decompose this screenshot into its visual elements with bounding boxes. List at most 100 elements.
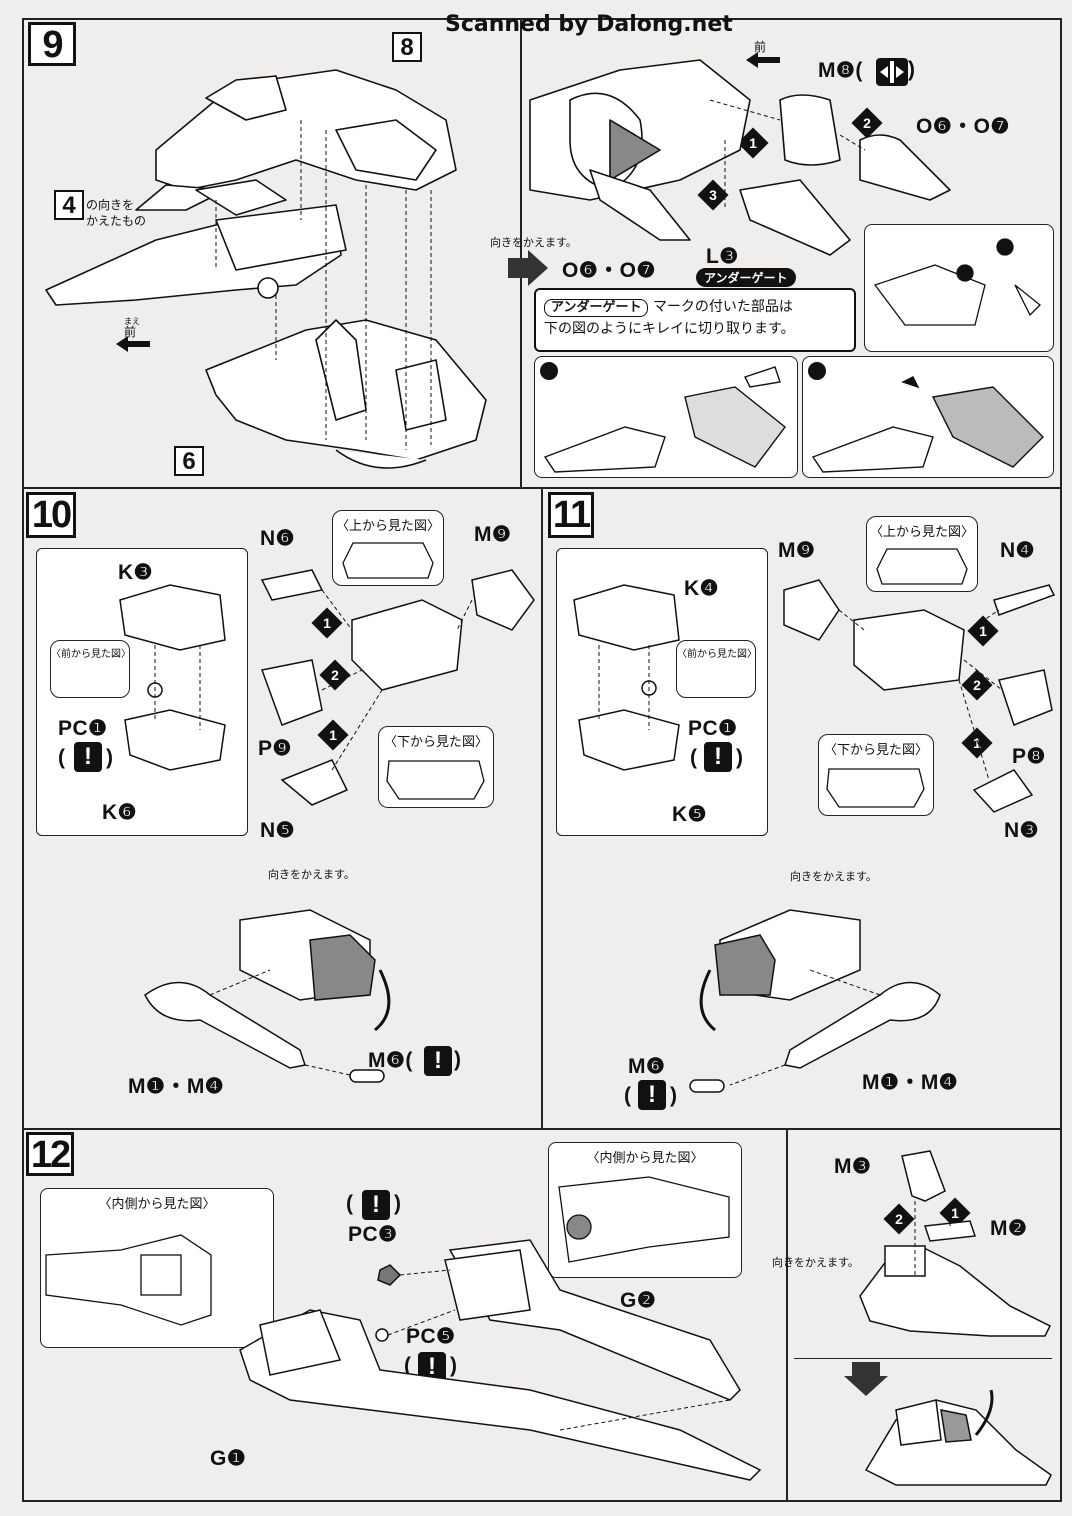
divider-step10-11 xyxy=(541,487,543,1128)
label-g2: G❷ xyxy=(620,1289,657,1312)
warning-icon-11b: ! xyxy=(638,1080,666,1110)
view-top-11: 〈上から見た図〉 xyxy=(866,516,978,592)
label-g1: G❶ xyxy=(210,1447,247,1470)
view-inside-right: 〈内側から見た図〉 xyxy=(548,1142,742,1278)
step9-assembly-illustration xyxy=(45,69,487,469)
paren-close-10: ) xyxy=(106,746,114,769)
paren-close-10b: ) xyxy=(454,1048,462,1071)
inside-left-illustration xyxy=(45,1234,212,1326)
label-m1-m4-11: M❶・M❹ xyxy=(862,1071,959,1094)
paren-open-12b: ( xyxy=(404,1354,412,1377)
completed-hatch-illustration xyxy=(864,1389,1052,1486)
label-m1-m4-10: M❶・M❹ xyxy=(128,1075,225,1098)
page-frame xyxy=(22,18,1062,1502)
view-bottom-11: 〈下から見た図〉 xyxy=(818,734,934,816)
step11-arm-illustration xyxy=(689,909,941,1093)
label-k5: K❺ xyxy=(672,803,707,826)
paren-close-11b: ) xyxy=(670,1084,678,1107)
front-label-top: 前 xyxy=(754,40,767,54)
nipper-cut-illustration xyxy=(873,238,1041,326)
label-m6-10: M❻( xyxy=(368,1049,413,1072)
view-front-11: 〈前から見た図〉 xyxy=(676,640,757,698)
label-o6-o7-right: O❻・O❼ xyxy=(916,115,1010,138)
undergate-notice: アンダーゲート マークの付いた部品は 下の図のようにキレイに切り取ります。 xyxy=(534,288,856,352)
step12-hatch-illustration xyxy=(859,1150,1052,1337)
label-pcj-10: PC❶ xyxy=(58,717,108,740)
paren-open-11: ( xyxy=(690,746,698,769)
undergate-tag: アンダーゲート xyxy=(696,268,796,287)
label-k6: K❻ xyxy=(102,801,137,824)
step12-frame-illustration xyxy=(239,1239,762,1481)
notice-line-1: マークの付いた部品は xyxy=(652,299,793,315)
turn-note-step12: 向きをかえます。 xyxy=(772,1256,859,1269)
label-pcc: PC❸ xyxy=(348,1223,398,1246)
part-box-8: 8 xyxy=(392,32,422,62)
part-box-6: 6 xyxy=(174,446,204,476)
watermark: Scanned by Dalong.net xyxy=(445,12,733,37)
label-m8-close: ) xyxy=(908,58,916,81)
completed-hatch-inset xyxy=(794,1358,1052,1498)
label-m9-10: M❾ xyxy=(474,523,512,546)
front-arrow-icon xyxy=(116,336,150,352)
paren-close-12b: ) xyxy=(450,1354,458,1377)
cut-step-2-illustration xyxy=(808,362,1044,473)
label-m6-11: M❻ xyxy=(628,1055,666,1078)
view-inside-left: 〈内側から見た図〉 xyxy=(40,1188,274,1348)
label-k4: K❹ xyxy=(684,577,719,600)
step9-nozzle-illustration xyxy=(529,59,951,256)
cut-step-1-illustration xyxy=(540,362,786,473)
label-m8: M❽( xyxy=(818,59,863,82)
step-number-10: 10 xyxy=(26,492,76,538)
label-n6: N❻ xyxy=(260,527,295,550)
paren-open-10: ( xyxy=(58,746,66,769)
label-p9: P❾ xyxy=(258,737,292,760)
label-m3: M❸ xyxy=(834,1155,872,1178)
warning-icon-12a: ! xyxy=(362,1190,390,1220)
step10-arm-illustration xyxy=(144,909,391,1083)
view-top-10: 〈上から見た図〉 xyxy=(332,510,444,586)
big-arrow-icon xyxy=(508,250,548,286)
step10-parts-illustration xyxy=(260,569,535,806)
undergate-mark: アンダーゲート xyxy=(544,299,649,317)
paren-open-11b: ( xyxy=(624,1084,632,1107)
paren-close-12a: ) xyxy=(394,1192,402,1215)
down-arrow-icon xyxy=(844,1362,888,1396)
front-arrow-top-icon xyxy=(746,52,780,68)
front-ruby: まえ xyxy=(124,317,140,326)
turn-note-step11: 向きをかえます。 xyxy=(790,870,877,883)
label-pcj-11: PC❶ xyxy=(688,717,738,740)
label-n3: N❸ xyxy=(1004,819,1039,842)
step11-block-illustration xyxy=(573,584,680,771)
part-box-4: 4 xyxy=(54,190,84,220)
warning-icon-11a: ! xyxy=(704,742,732,772)
warning-icon-10b: ! xyxy=(424,1046,452,1076)
step11-parts-illustration xyxy=(783,579,1056,813)
step-number-12: 12 xyxy=(26,1132,74,1176)
cut-step-2-inset xyxy=(802,356,1054,478)
inside-right-illustration xyxy=(558,1176,730,1263)
divider-step9-right xyxy=(520,18,522,487)
view-bottom-10: 〈下から見た図〉 xyxy=(378,726,494,808)
undergate-detail-inset xyxy=(864,224,1054,352)
cut-step-1-inset xyxy=(534,356,798,478)
turn-note-step9: 向きをかえます。 xyxy=(490,236,577,249)
label-o6-o7-left: O❻・O❼ xyxy=(562,259,656,282)
note-direction-changed-2: かえたもの xyxy=(86,214,147,228)
label-pce: PC❺ xyxy=(406,1325,456,1348)
label-n4: N❹ xyxy=(1000,539,1035,562)
paren-close-11: ) xyxy=(736,746,744,769)
step-number-11: 11 xyxy=(548,492,594,538)
label-m9-11: M❾ xyxy=(778,539,816,562)
notice-line-2: 下の図のようにキレイに切り取ります。 xyxy=(544,321,795,337)
label-l3: L❸ xyxy=(706,245,739,268)
front-label: 前 xyxy=(124,325,137,339)
note-direction-changed-1: の向きを xyxy=(86,198,135,212)
warning-icon-10a: ! xyxy=(74,742,102,772)
view-front-10: 〈前から見た図〉 xyxy=(50,640,131,698)
double-arrow-icon xyxy=(876,58,908,86)
label-k3: K❸ xyxy=(118,561,153,584)
divider-step12-right xyxy=(786,1128,788,1502)
label-p8: P❽ xyxy=(1012,745,1046,768)
step-number-9: 9 xyxy=(28,22,76,66)
step10-block-illustration xyxy=(119,584,226,771)
